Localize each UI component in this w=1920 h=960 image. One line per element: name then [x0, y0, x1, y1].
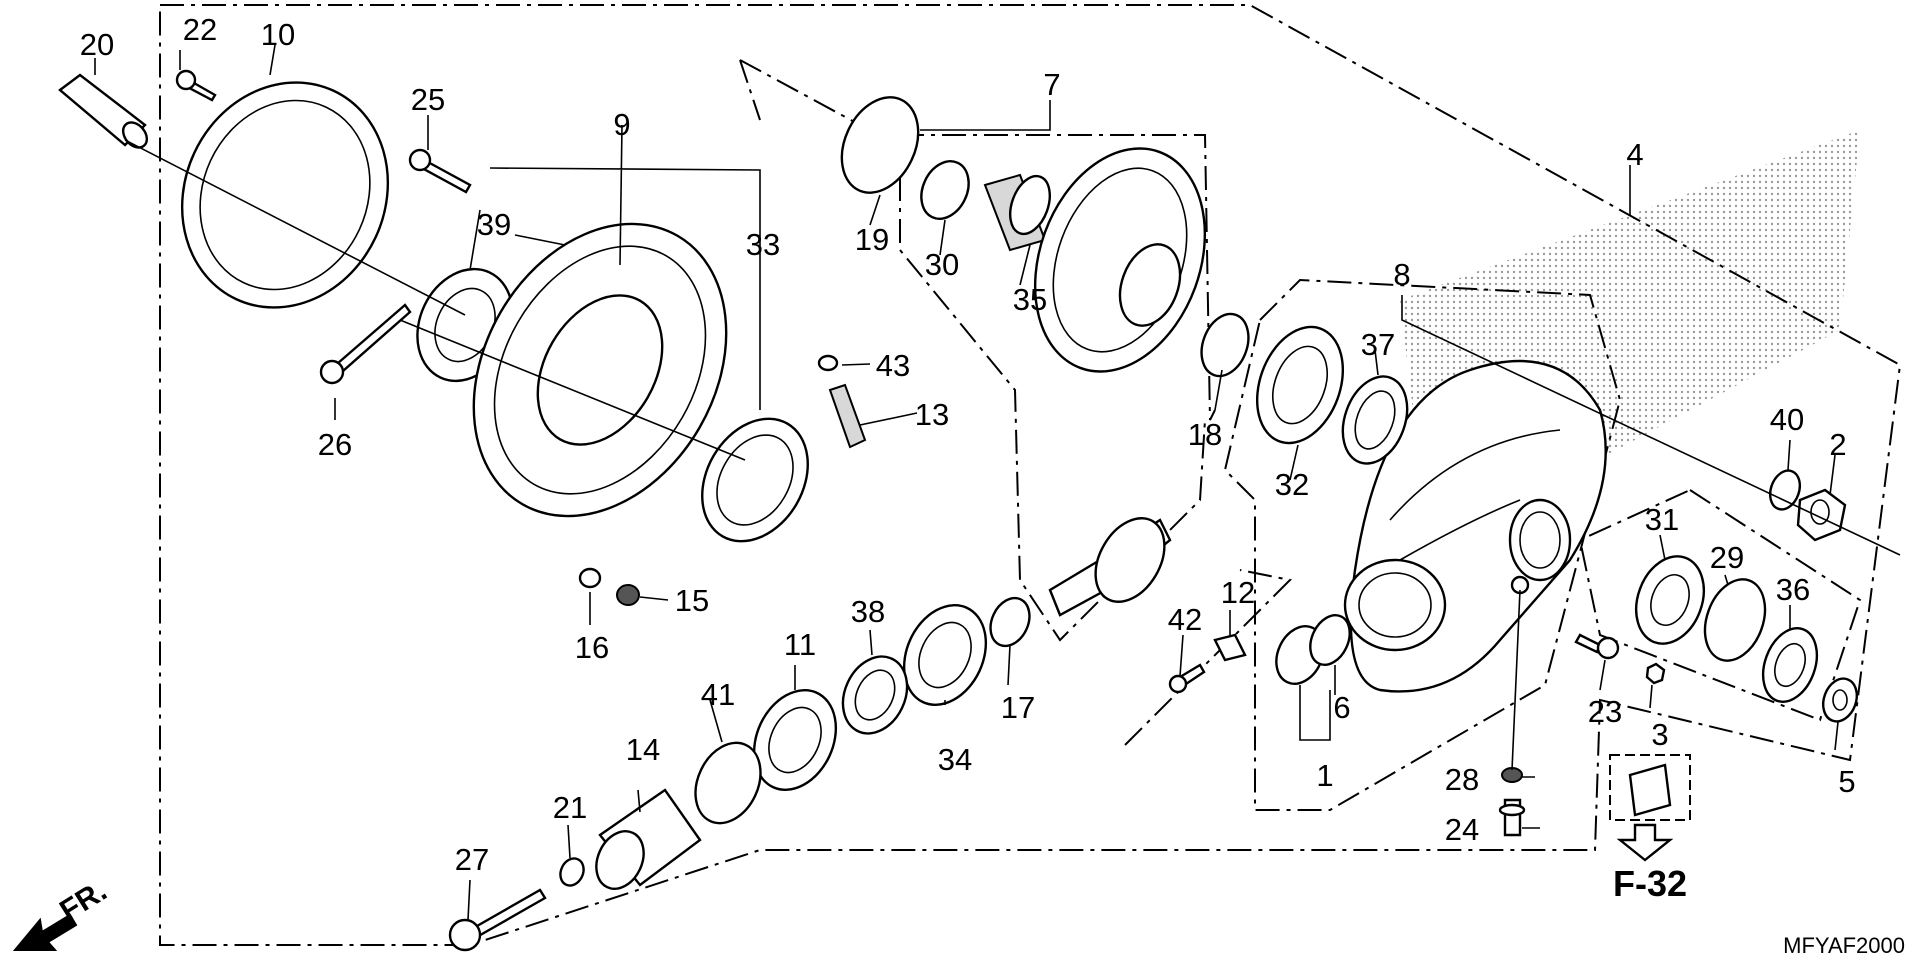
callout-11: 11 — [784, 627, 816, 662]
callout-33: 33 — [746, 227, 780, 262]
callout-41: 41 — [701, 677, 735, 712]
callout-25: 25 — [411, 82, 445, 117]
callout-28: 28 — [1445, 762, 1479, 797]
callout-7: 7 — [1043, 67, 1060, 102]
o-ring-40 — [1768, 469, 1802, 511]
reference-label: F-32 — [1613, 863, 1687, 904]
callout-15: 15 — [675, 583, 709, 618]
housing-group-outline — [1223, 278, 1622, 811]
seal-36 — [1761, 627, 1819, 703]
assembly-outline — [159, 4, 1902, 946]
drain-bolt-24 — [1498, 798, 1526, 837]
spacer-17 — [989, 596, 1031, 648]
outer-ring-10 — [180, 81, 390, 309]
callout-1: 1 — [1316, 758, 1333, 793]
callout-30: 30 — [925, 247, 959, 282]
callout-38: 38 — [851, 594, 885, 629]
washer-5 — [1821, 677, 1859, 723]
ring-gear-group-outline — [899, 134, 1216, 642]
nut-3 — [1645, 662, 1666, 685]
callout-29: 29 — [1710, 540, 1744, 575]
callout-18: 18 — [1188, 417, 1222, 452]
bolt-23 — [1574, 633, 1620, 660]
joint-14 — [595, 788, 702, 890]
callout-20: 20 — [80, 27, 114, 62]
callout-16: 16 — [575, 630, 609, 665]
callout-34: 34 — [938, 742, 972, 777]
pin-13 — [828, 383, 867, 449]
bolt-26 — [319, 303, 412, 385]
callout-22: 22 — [183, 12, 217, 47]
callout-23: 23 — [1588, 694, 1622, 729]
callout-17: 17 — [1001, 690, 1035, 725]
bolt-25 — [408, 148, 472, 194]
callout-21: 21 — [553, 790, 587, 825]
callout-3: 3 — [1651, 717, 1668, 752]
lower-group-outline — [1124, 569, 1293, 746]
callout-4: 4 — [1626, 137, 1643, 172]
callout-8: 8 — [1393, 257, 1410, 292]
nut-2 — [1796, 488, 1847, 542]
seal-38 — [841, 655, 909, 735]
callout-27: 27 — [455, 842, 489, 877]
bearing-holder-9 — [472, 222, 728, 518]
shim-18 — [1200, 312, 1250, 378]
diagram-code: MFYAF2000 — [1783, 933, 1905, 958]
callout-37: 37 — [1361, 327, 1395, 362]
callout-12: 12 — [1221, 575, 1255, 610]
f32-reference — [1609, 754, 1691, 862]
final-gear-case — [1343, 359, 1607, 693]
snap-ring-6 — [1309, 614, 1351, 666]
snap-ring-19 — [840, 96, 920, 194]
circlip-30 — [920, 160, 970, 220]
pinion-gear — [1048, 517, 1172, 617]
bearing-33 — [701, 417, 809, 543]
callout-39: 39 — [477, 207, 511, 242]
washer-21 — [559, 857, 585, 887]
callout-35: 35 — [1013, 282, 1047, 317]
callout-2: 2 — [1829, 427, 1846, 462]
pinion-group-outline — [739, 59, 861, 126]
callout-6: 6 — [1333, 690, 1350, 725]
leader-lines — [94, 44, 1901, 921]
callout-19: 19 — [855, 222, 889, 257]
bolt-15 — [616, 584, 640, 606]
callout-36: 36 — [1776, 572, 1810, 607]
callout-9: 9 — [613, 107, 630, 142]
bolt-27 — [448, 888, 547, 952]
lock-nut-11 — [752, 689, 838, 791]
callout-10: 10 — [261, 17, 295, 52]
bearing-34 — [902, 604, 988, 706]
o-ring-41 — [694, 741, 762, 825]
callout-43: 43 — [876, 348, 910, 383]
callout-42: 42 — [1168, 602, 1202, 637]
front-arrow — [12, 913, 78, 951]
callout-24: 24 — [1445, 812, 1479, 847]
ring-gear-7 — [1033, 147, 1207, 373]
bolt-22 — [175, 69, 217, 102]
callout-26: 26 — [318, 427, 352, 462]
bearing-32 — [1255, 325, 1345, 445]
seal-37 — [1341, 375, 1409, 465]
callout-32: 32 — [1275, 467, 1309, 502]
circlip-29 — [1703, 578, 1767, 662]
clip-12 — [1213, 633, 1247, 662]
bolt-42 — [1168, 663, 1206, 694]
callout-31: 31 — [1645, 502, 1679, 537]
callout-14: 14 — [626, 732, 660, 767]
callout-40: 40 — [1770, 402, 1804, 437]
bearing-31 — [1635, 555, 1705, 645]
clip-43 — [817, 354, 839, 372]
seal-group-outline — [1578, 488, 1862, 722]
washer-16 — [578, 567, 602, 589]
washer-28 — [1501, 767, 1523, 783]
callout-13: 13 — [915, 397, 949, 432]
callout-5: 5 — [1838, 764, 1855, 799]
cap-20 — [58, 73, 149, 149]
